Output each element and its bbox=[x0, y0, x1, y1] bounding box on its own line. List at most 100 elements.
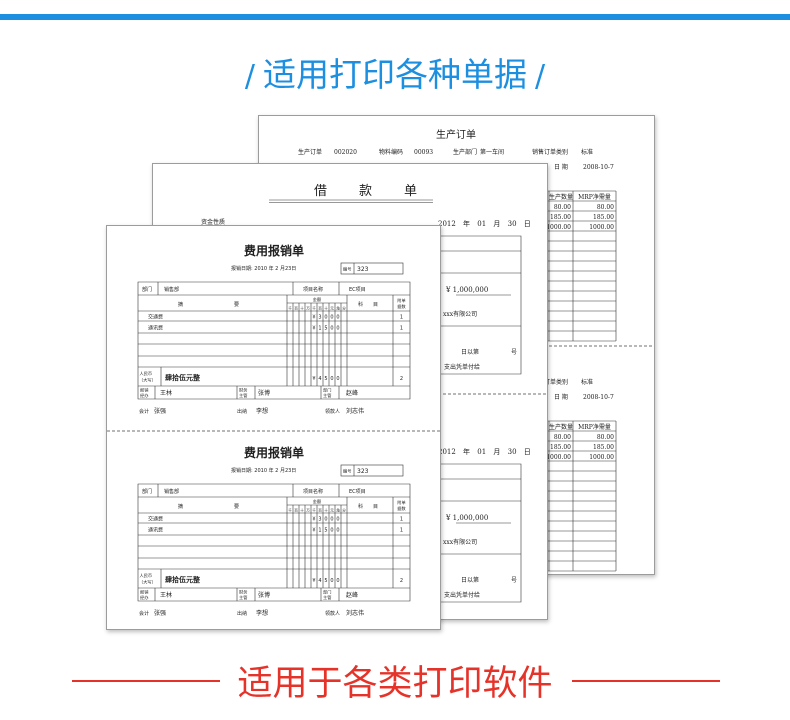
table-cell: 185.00 bbox=[593, 444, 614, 451]
field-value: 标准 bbox=[581, 378, 593, 386]
digit-header: 十 bbox=[324, 508, 328, 513]
signoff-name: 赵峰 bbox=[346, 591, 358, 599]
expense-table-grid bbox=[137, 483, 411, 602]
digit-header: 千 bbox=[312, 306, 316, 311]
project-label: 项目名称 bbox=[303, 286, 323, 293]
signoff-name: 张博 bbox=[258, 389, 270, 397]
total-label: 人民币 bbox=[140, 572, 153, 579]
expense-form-copy-second: 费用报销单 报销日期: 2010 年 2 月23日 编号 323 部门 销售部 … bbox=[137, 445, 411, 617]
field-label: 销售订单类别 bbox=[532, 148, 568, 156]
requirement-table-grid bbox=[502, 420, 617, 572]
expense-form-title: 费用报销单 bbox=[244, 445, 304, 460]
total-words: 肆拾伍元整 bbox=[165, 373, 200, 382]
table-header: MRP净需量 bbox=[578, 193, 611, 201]
table-cell: 185.00 bbox=[593, 214, 614, 221]
title-underline bbox=[269, 199, 433, 203]
loan-slip-title: 借款单 bbox=[314, 184, 449, 199]
digit-header: 分 bbox=[342, 306, 346, 311]
summary-header: 摘要 bbox=[178, 301, 290, 308]
requirement-table: 生产数量 MRP净需量 80.00 80.00 185.00 185.00 10… bbox=[502, 420, 617, 572]
amount-digit: 5 bbox=[324, 376, 327, 382]
amount-digit: 4 bbox=[318, 578, 321, 584]
field-value: 标准 bbox=[581, 148, 593, 156]
item-attachments: 1 bbox=[400, 326, 403, 332]
number-box: 编号 323 bbox=[340, 464, 404, 477]
table-cell: 80.00 bbox=[554, 204, 571, 211]
requirement-table-grid bbox=[502, 190, 617, 342]
total-label: 人民币 bbox=[140, 370, 153, 377]
fund-label: 资金性质 bbox=[201, 218, 225, 226]
signoff-name: 王林 bbox=[160, 389, 172, 397]
amount-digit: 0 bbox=[336, 578, 339, 584]
footer-name: 李想 bbox=[256, 407, 268, 415]
amount-header: 金额 bbox=[313, 498, 322, 505]
amount-digit: 0 bbox=[330, 517, 333, 523]
footer-line-left bbox=[72, 680, 220, 682]
loan-amount: ¥ 1,000,000 bbox=[445, 286, 488, 294]
footer-label: 会计 bbox=[139, 408, 149, 415]
signoff-name: 王林 bbox=[160, 591, 172, 599]
table-cell: 80.00 bbox=[597, 204, 614, 211]
reference-prefix: 日以第 bbox=[461, 576, 479, 584]
footer-name: 张强 bbox=[154, 407, 166, 415]
amount-digit: 0 bbox=[336, 517, 339, 523]
expense-table: 部门 销售部 项目名称 EC项目 摘要 金额 千 百 十 万 千 百 十 元 角… bbox=[137, 281, 411, 400]
project-value: EC项目 bbox=[349, 287, 366, 293]
footer-line-right bbox=[572, 680, 720, 682]
payment-note: 支出凭单付给 bbox=[444, 591, 480, 599]
item-name: 交通费 bbox=[148, 314, 163, 321]
number-label: 编号 bbox=[343, 266, 351, 273]
amount-digit: 0 bbox=[330, 315, 333, 321]
attach-header: 据数 bbox=[397, 505, 406, 512]
production-order-title: 生产订单 bbox=[436, 128, 476, 141]
signoff-label: 财务 bbox=[239, 387, 248, 394]
amount-digit: ¥ bbox=[312, 517, 315, 523]
project-label: 项目名称 bbox=[303, 488, 323, 495]
summary-header: 摘要 bbox=[178, 503, 290, 510]
headline: /适用打印各种单据/ bbox=[0, 52, 790, 98]
digit-header: 千 bbox=[288, 508, 292, 513]
signoff-label: 报销 bbox=[140, 589, 148, 596]
digit-header: 百 bbox=[318, 306, 322, 311]
dept-label: 部门 bbox=[142, 488, 152, 495]
footer-name: 刘志伟 bbox=[346, 609, 364, 617]
total-attachments: 2 bbox=[400, 376, 403, 382]
total-label: （大写） bbox=[139, 377, 156, 384]
number-value: 323 bbox=[357, 468, 369, 475]
field-label: 生产订单 bbox=[298, 148, 322, 156]
dept-value: 销售部 bbox=[164, 488, 179, 495]
amount-digit: 3 bbox=[318, 315, 321, 321]
item-attachments: 1 bbox=[400, 517, 403, 523]
signoff-name: 张博 bbox=[258, 591, 270, 599]
amount-digit: 0 bbox=[336, 326, 339, 332]
amount-digit: 0 bbox=[336, 315, 339, 321]
table-cell: 1000.00 bbox=[546, 454, 571, 461]
signoff-label: 部门 bbox=[323, 387, 331, 394]
table-header: 生产数量 bbox=[549, 193, 573, 201]
item-name: 交通费 bbox=[148, 516, 163, 523]
amount-digit: 0 bbox=[330, 578, 333, 584]
date-label: 日 期 bbox=[554, 393, 568, 401]
signoff-label: 主管 bbox=[323, 594, 331, 601]
number-value: 323 bbox=[357, 266, 369, 273]
reference-suffix: 号 bbox=[511, 577, 517, 584]
footer-name: 刘志伟 bbox=[346, 407, 364, 415]
amount-digit: 0 bbox=[336, 376, 339, 382]
headline-slash-right: / bbox=[535, 59, 546, 94]
footer-label: 会计 bbox=[139, 610, 149, 617]
digit-header: 百 bbox=[294, 508, 298, 513]
amount-digit: 0 bbox=[324, 315, 327, 321]
item-name: 通讯费 bbox=[148, 527, 163, 534]
table-cell: 1000.00 bbox=[589, 224, 614, 231]
expense-form-sheet: 费用报销单 报销日期: 2010 年 2 月23日 编号 323 部门 销售部 … bbox=[107, 243, 440, 617]
table-cell: 80.00 bbox=[597, 434, 614, 441]
footer-label: 出纳 bbox=[237, 408, 247, 415]
footer-label: 出纳 bbox=[237, 610, 247, 617]
number-box: 编号 323 bbox=[340, 262, 404, 275]
amount-digit: ¥ bbox=[312, 528, 315, 534]
expense-form-title: 费用报销单 bbox=[244, 243, 304, 258]
digit-header: 百 bbox=[318, 508, 322, 513]
